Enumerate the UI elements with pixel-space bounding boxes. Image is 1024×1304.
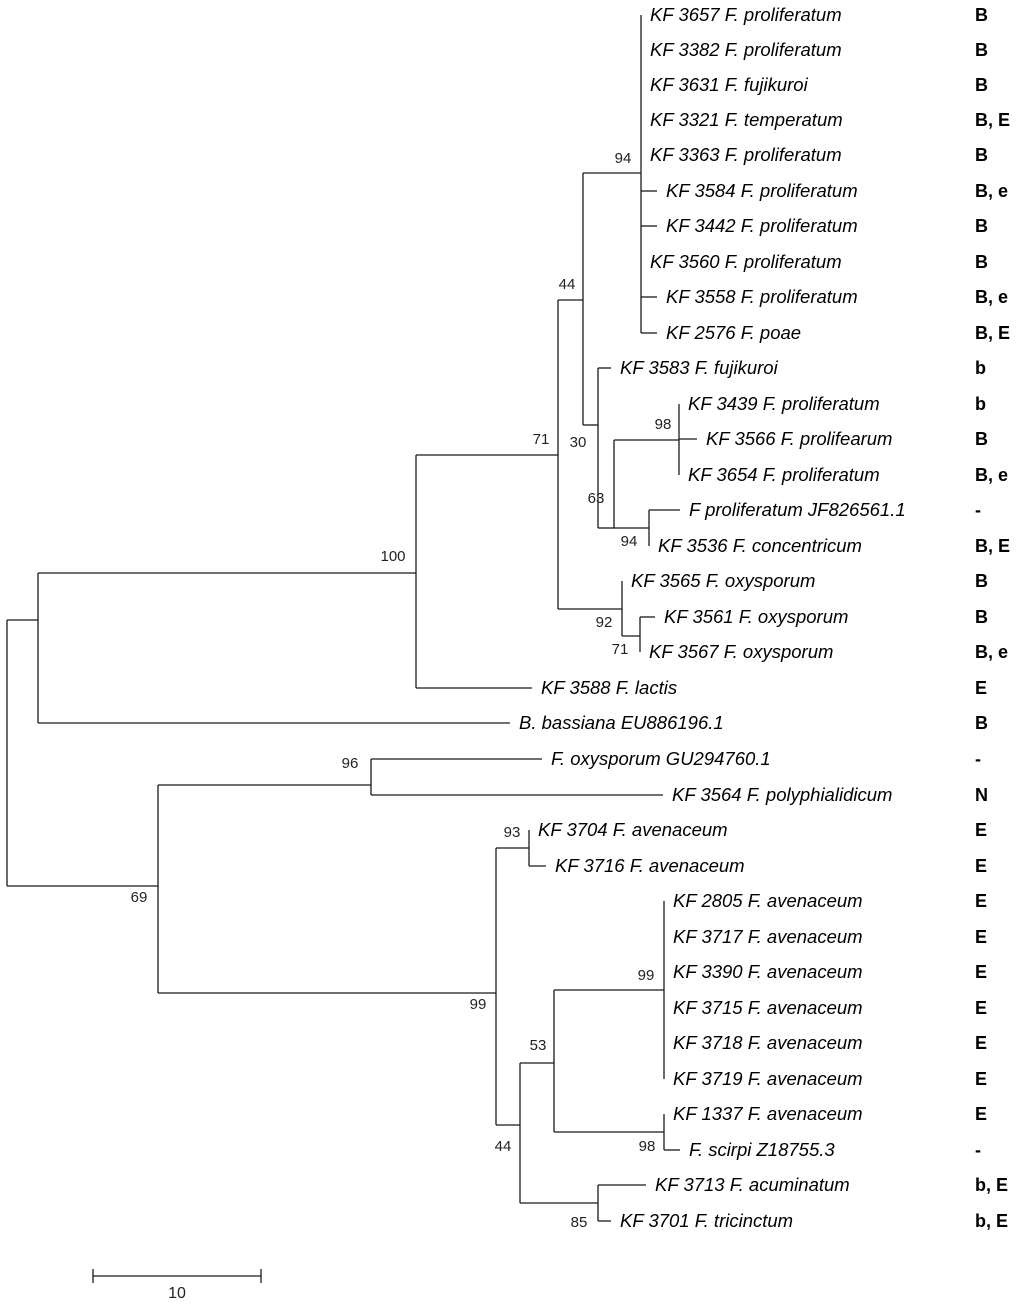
leaf-code: E: [975, 678, 987, 698]
leaf-code: E: [975, 1033, 987, 1053]
leaf-code: B, e: [975, 642, 1008, 662]
leaf-label: KF 3564 F. polyphialidicum: [672, 784, 892, 805]
support-value: 71: [612, 641, 629, 658]
leaf-code: E: [975, 1104, 987, 1124]
support-value: 93: [504, 824, 521, 841]
leaf-label: KF 3382 F. proliferatum: [650, 39, 842, 60]
leaf-code: b, E: [975, 1175, 1008, 1195]
support-value: 63: [588, 490, 605, 507]
leaf-code: N: [975, 785, 988, 805]
leaf-label: F. oxysporum GU294760.1: [551, 748, 771, 769]
leaf-label: KF 3561 F. oxysporum: [664, 606, 848, 627]
leaf-label: KF 1337 F. avenaceum: [673, 1103, 863, 1124]
support-value: 92: [596, 614, 613, 631]
support-value: 53: [530, 1037, 547, 1054]
support-value: 85: [571, 1214, 588, 1231]
leaf-label: KF 3717 F. avenaceum: [673, 926, 863, 947]
leaf-code: B, e: [975, 465, 1008, 485]
leaf-label: KF 3567 F. oxysporum: [649, 641, 833, 662]
leaf-code: -: [975, 749, 981, 769]
leaf-label: KF 3631 F. fujikuroi: [650, 74, 809, 95]
support-value: 30: [570, 434, 587, 451]
leaf-code: B: [975, 40, 988, 60]
support-value: 98: [655, 416, 672, 433]
leaf-code: B, E: [975, 323, 1010, 343]
leaf-label: KF 3566 F. prolifearum: [706, 428, 892, 449]
leaf-label: KF 3442 F. proliferatum: [666, 215, 858, 236]
leaf-code: E: [975, 891, 987, 911]
leaf-label: KF 3719 F. avenaceum: [673, 1068, 863, 1089]
support-value: 98: [639, 1138, 656, 1155]
leaf-label: KF 3704 F. avenaceum: [538, 819, 728, 840]
support-value: 99: [638, 967, 655, 984]
support-value: 94: [621, 533, 638, 550]
leaf-label: KF 3439 F. proliferatum: [688, 393, 880, 414]
leaf-label: KF 3588 F. lactis: [541, 677, 677, 698]
leaf-label: KF 3390 F. avenaceum: [673, 961, 863, 982]
leaf-label: KF 3657 F. proliferatum: [650, 4, 842, 25]
leaf-code: B, E: [975, 536, 1010, 556]
leaf-code: b: [975, 358, 986, 378]
leaf-code: B, e: [975, 181, 1008, 201]
leaf-code: E: [975, 1069, 987, 1089]
leaf-label: KF 3718 F. avenaceum: [673, 1032, 863, 1053]
leaf-label: F. scirpi Z18755.3: [689, 1139, 835, 1160]
leaf-label: KF 3558 F. proliferatum: [666, 286, 858, 307]
leaf-code: -: [975, 1140, 981, 1160]
leaf-code: B: [975, 75, 988, 95]
leaf-label: F proliferatum JF826561.1: [689, 499, 906, 520]
support-value: 44: [495, 1138, 512, 1155]
leaf-label: KF 3583 F. fujikuroi: [620, 357, 779, 378]
leaf-code: E: [975, 856, 987, 876]
support-value: 100: [380, 548, 405, 565]
leaf-code: B, e: [975, 287, 1008, 307]
leaf-label: KF 2805 F. avenaceum: [673, 890, 863, 911]
leaf-code: B: [975, 216, 988, 236]
leaf-label: KF 3654 F. proliferatum: [688, 464, 880, 485]
support-value: 44: [559, 276, 576, 293]
support-value: 71: [533, 431, 550, 448]
leaf-label: KF 3716 F. avenaceum: [555, 855, 745, 876]
leaf-code: B: [975, 607, 988, 627]
leaf-code: B: [975, 429, 988, 449]
leaf-code: E: [975, 820, 987, 840]
leaf-label: KF 3584 F. proliferatum: [666, 180, 858, 201]
leaf-label: KF 3565 F. oxysporum: [631, 570, 815, 591]
scale-bar-label: 10: [168, 1285, 186, 1302]
leaf-code: B: [975, 252, 988, 272]
support-value: 96: [342, 755, 359, 772]
leaf-code: b: [975, 394, 986, 414]
leaf-code: -: [975, 500, 981, 520]
leaf-code: E: [975, 927, 987, 947]
leaf-code: E: [975, 962, 987, 982]
support-value: 94: [615, 150, 632, 167]
leaf-code: B: [975, 145, 988, 165]
support-value: 99: [470, 996, 487, 1013]
leaf-code: B: [975, 713, 988, 733]
leaf-code: B: [975, 5, 988, 25]
leaf-label: KF 2576 F. poae: [666, 322, 801, 343]
leaf-label: KF 3363 F. proliferatum: [650, 144, 842, 165]
scale-bar: 10: [92, 1269, 262, 1302]
leaf-label: KF 3701 F. tricinctum: [620, 1210, 793, 1231]
leaf-label: KF 3321 F. temperatum: [650, 109, 843, 130]
leaf-code: E: [975, 998, 987, 1018]
leaf-label: KF 3715 F. avenaceum: [673, 997, 863, 1018]
leaf-code: B, E: [975, 110, 1010, 130]
tree-branches: [6, 15, 697, 1222]
support-values: 94 44 71 30 98 63 94 100 92 71 96 93 69 99 99 53 98 44 85: [131, 150, 672, 1231]
support-value: 69: [131, 889, 148, 906]
leaf-label: B. bassiana EU886196.1: [519, 712, 724, 733]
leaf-label: KF 3536 F. concentricum: [658, 535, 862, 556]
leaf-label: KF 3713 F. acuminatum: [655, 1174, 850, 1195]
leaf-label: KF 3560 F. proliferatum: [650, 251, 842, 272]
leaf-code: B: [975, 571, 988, 591]
leaf-code: b, E: [975, 1211, 1008, 1231]
